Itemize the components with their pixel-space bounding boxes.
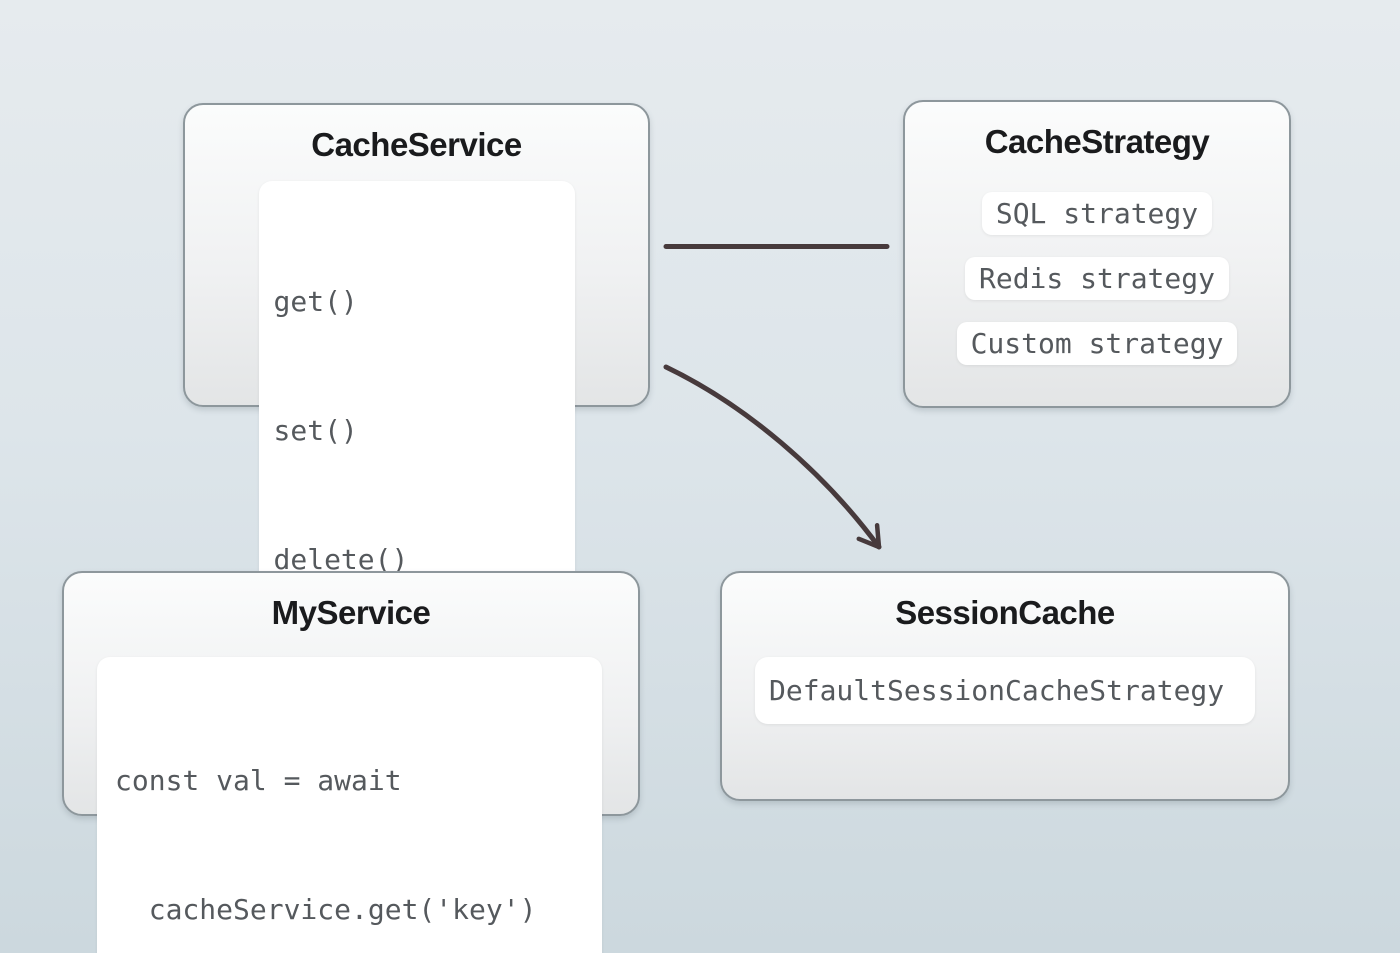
strategy-pill: Custom strategy <box>956 322 1238 365</box>
node-cache-strategy-title: CacheStrategy <box>984 123 1210 160</box>
node-session-cache: SessionCache DefaultSessionCacheStrategy <box>720 571 1290 801</box>
my-service-code-block: const val = await cacheService.get('key'… <box>97 657 602 953</box>
node-cache-service: CacheService get() set() delete() invali… <box>183 103 650 809</box>
strategy-pill-list: SQL strategy Redis strategy Custom strat… <box>905 192 1289 365</box>
session-cache-strategy-label: DefaultSessionCacheStrategy <box>755 657 1255 724</box>
code-line: cacheService.get('key') <box>115 893 537 926</box>
method-item: get() <box>273 285 358 318</box>
strategy-pill: Redis strategy <box>964 257 1229 300</box>
strategy-pill: SQL strategy <box>981 192 1213 235</box>
code-line: const val = await <box>115 764 402 797</box>
node-my-service-title: MyService <box>271 594 431 631</box>
node-cache-strategy: CacheStrategy SQL strategy Redis strateg… <box>903 100 1291 408</box>
edge-cacheservice-sessioncache-arrow <box>663 364 882 550</box>
method-item: delete() <box>273 543 409 576</box>
node-my-service: MyService const val = await cacheService… <box>62 571 640 953</box>
method-item: set() <box>273 414 358 447</box>
node-session-cache-title: SessionCache <box>895 594 1115 631</box>
node-cache-service-title: CacheService <box>311 126 522 163</box>
